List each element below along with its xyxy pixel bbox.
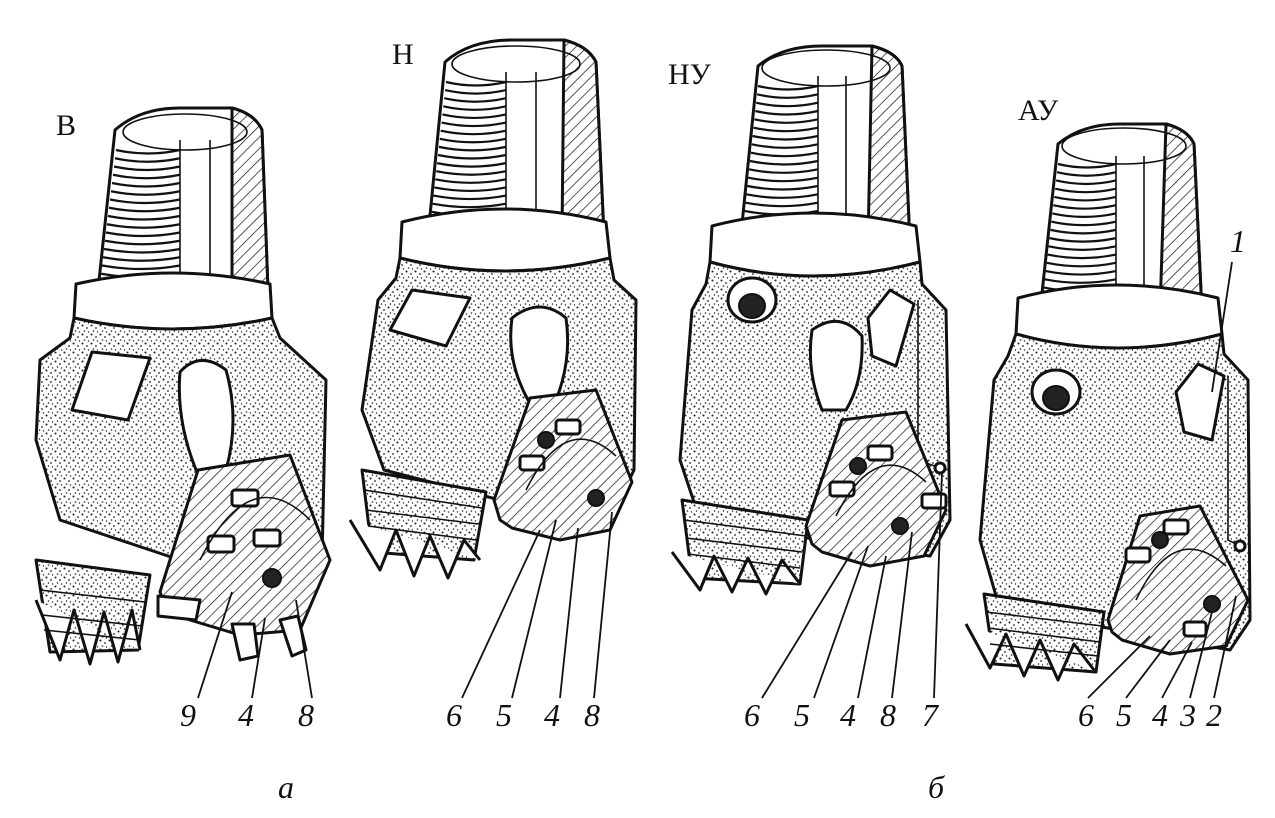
bit-nu-shoulder [708, 211, 922, 278]
bit-v-type-label: В [56, 109, 76, 142]
bit-n-callout-2: 5 [496, 697, 512, 733]
bit-n-callout-3: 4 [544, 697, 560, 733]
bit-nu-left-cone-teeth [670, 519, 807, 596]
bit-v-callout-3: 8 [298, 697, 314, 733]
bit-au-lubricator [1174, 362, 1226, 442]
bit-n: Н 6 5 4 8 [348, 38, 638, 733]
bit-au-callout-3: 5 [1116, 697, 1132, 733]
bit-nu-bearings [828, 444, 948, 535]
bit-au-callout-2: 6 [1078, 697, 1094, 733]
bit-au-callout-6: 2 [1206, 697, 1222, 733]
bit-v: В 9 [34, 106, 332, 733]
bit-nu-lubricator [866, 288, 916, 368]
bit-nu-callout-4: 8 [880, 697, 896, 733]
bit-nu-callout-1: 6 [744, 697, 760, 733]
bit-au-shoulder [1014, 283, 1224, 350]
bit-nu: НУ 6 5 [668, 44, 952, 733]
bit-au-callout-1: 1 [1230, 223, 1246, 259]
bit-v-threads [99, 148, 181, 287]
bit-au-callout-5: 3 [1179, 697, 1196, 733]
bit-v-pin-cutaway [230, 106, 270, 292]
bit-n-shoulder [398, 207, 612, 273]
bit-n-left-cone-teeth [348, 489, 483, 580]
bit-au-pin-cutaway [1158, 122, 1204, 314]
bit-n-callout-4: 8 [584, 697, 600, 733]
bit-v-shoulder [72, 271, 274, 331]
group-label-a: а [278, 769, 294, 805]
bit-n-type-label: Н [392, 38, 414, 71]
bit-au: АУ 1 6 5 [964, 94, 1252, 733]
bit-n-callout-1: 6 [446, 697, 462, 733]
bit-au-bearings [1124, 518, 1227, 638]
bit-nu-type-label: НУ [668, 58, 712, 91]
bit-v-callout-1: 9 [180, 697, 196, 733]
bit-n-bearings [518, 418, 617, 507]
bit-v-callout-2: 4 [238, 697, 254, 733]
bit-v-bearings [199, 488, 311, 588]
bit-n-pin-cutaway [560, 38, 606, 238]
bit-nu-callout-2: 5 [794, 697, 810, 733]
bit-v-left-cone-teeth [34, 589, 146, 666]
bit-nu-cone-section [804, 410, 948, 568]
bit-au-left-cone-teeth [964, 611, 1103, 682]
bit-nu-callout-5: 7 [922, 697, 940, 733]
bit-nu-callout-3: 4 [840, 697, 856, 733]
bit-au-callout-4: 4 [1152, 697, 1168, 733]
group-label-b: б [928, 769, 945, 805]
bit-au-type-label: АУ [1018, 94, 1059, 127]
bit-nu-pin-cutaway [866, 44, 912, 246]
